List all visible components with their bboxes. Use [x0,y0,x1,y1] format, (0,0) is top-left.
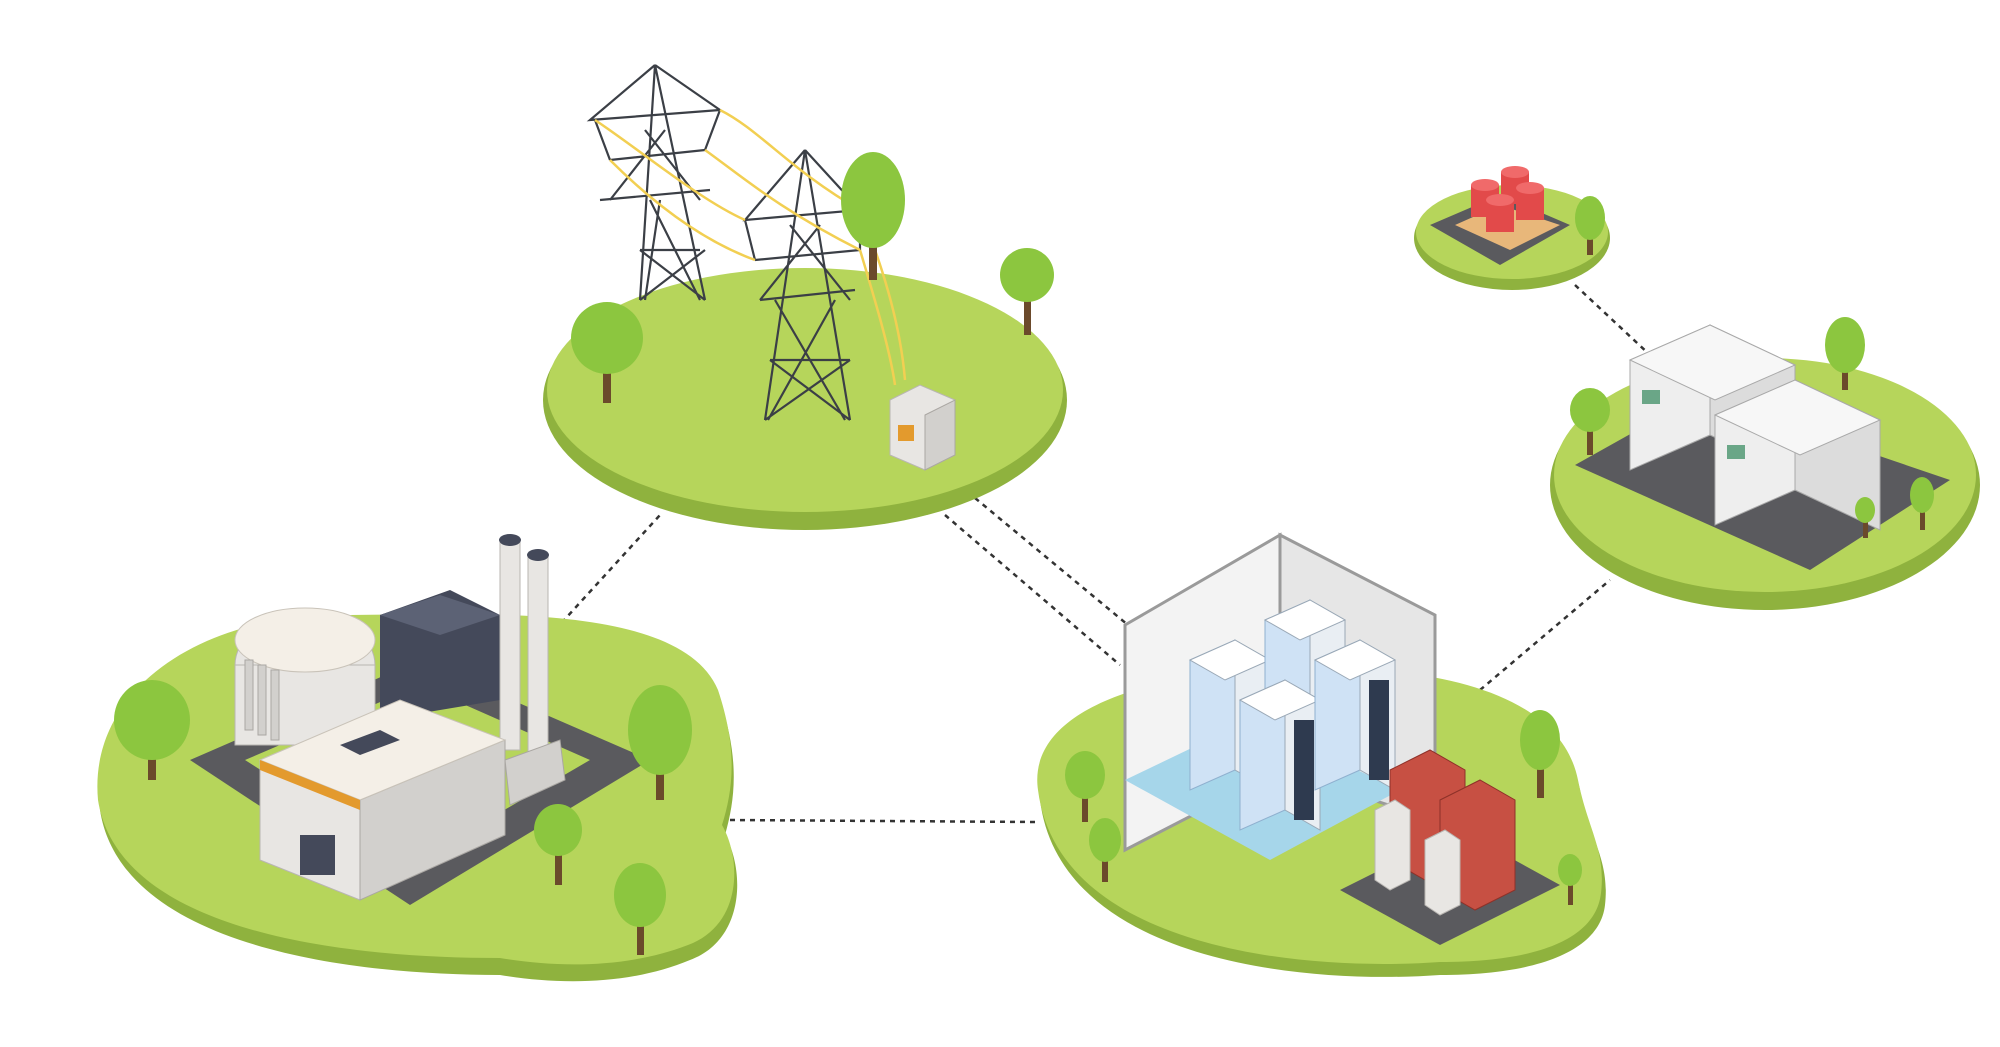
cable [719,108,861,212]
pipe-1 [244,659,254,731]
node-fuel-storage [1414,166,1610,290]
server-room [1123,532,1437,860]
tree [571,302,643,403]
node-data-center [1037,532,1606,977]
node-generators [1550,317,1980,610]
tower-1 [586,64,724,301]
link-transmission-to-data-center-b [974,497,1129,626]
link-transmission-to-data-center-a [944,514,1121,666]
trees-generators [1570,317,1934,538]
trees-data-center [1065,710,1582,905]
server-rack [1313,639,1397,791]
tree [1089,818,1121,882]
cable [858,249,897,386]
dark-block-top [380,595,500,635]
storage-dome-top [234,607,376,673]
tree [1000,248,1054,335]
trees-power-plant [114,680,692,955]
factory-icon [234,534,566,901]
tree [1570,388,1610,455]
fuel-tank-icon [1455,166,1560,250]
chimney-2 [527,554,549,756]
tower-2 [742,149,863,421]
tree [628,685,692,800]
chimney-2-top [527,549,549,561]
link-fuel-storage-to-generators [1574,284,1651,356]
tree [1575,196,1605,255]
trees-transmission [571,152,1054,403]
generator-unit [1713,379,1882,531]
node-transmission [543,64,1067,530]
pipe-2 [257,664,267,736]
pipe-3 [270,669,280,741]
fuel-tank [1486,194,1514,232]
fuel-tank [1516,182,1544,220]
transmission-tower-icon [586,64,863,421]
annex [504,739,566,806]
cable [609,159,756,262]
grass-top-transmission [547,268,1063,512]
connection-links [554,284,1651,824]
tree [1825,317,1865,390]
tree [841,152,905,280]
chimney-1 [499,539,521,751]
tree [114,680,190,780]
generator-icon [1628,324,1882,531]
link-power-plant-to-data-center [729,818,1036,824]
tree [534,804,582,885]
node-power-plant [97,534,738,982]
link-data-center-to-generators [1479,579,1611,691]
cable [594,118,746,222]
server-rack-icon [1188,599,1397,831]
server-rack [1238,679,1322,831]
orange-trim [260,760,360,810]
tree [1520,710,1560,798]
transformer-box-icon [889,384,956,471]
door [300,835,335,875]
power-cables [594,108,907,386]
tree [614,863,666,955]
cable [704,148,861,252]
chimney-1-top [499,534,521,546]
tree [1558,854,1582,905]
roof-unit [340,730,400,755]
tree [1065,751,1105,822]
tree [1910,477,1934,530]
tree [1855,497,1875,538]
switchgear-icon [1374,749,1516,916]
